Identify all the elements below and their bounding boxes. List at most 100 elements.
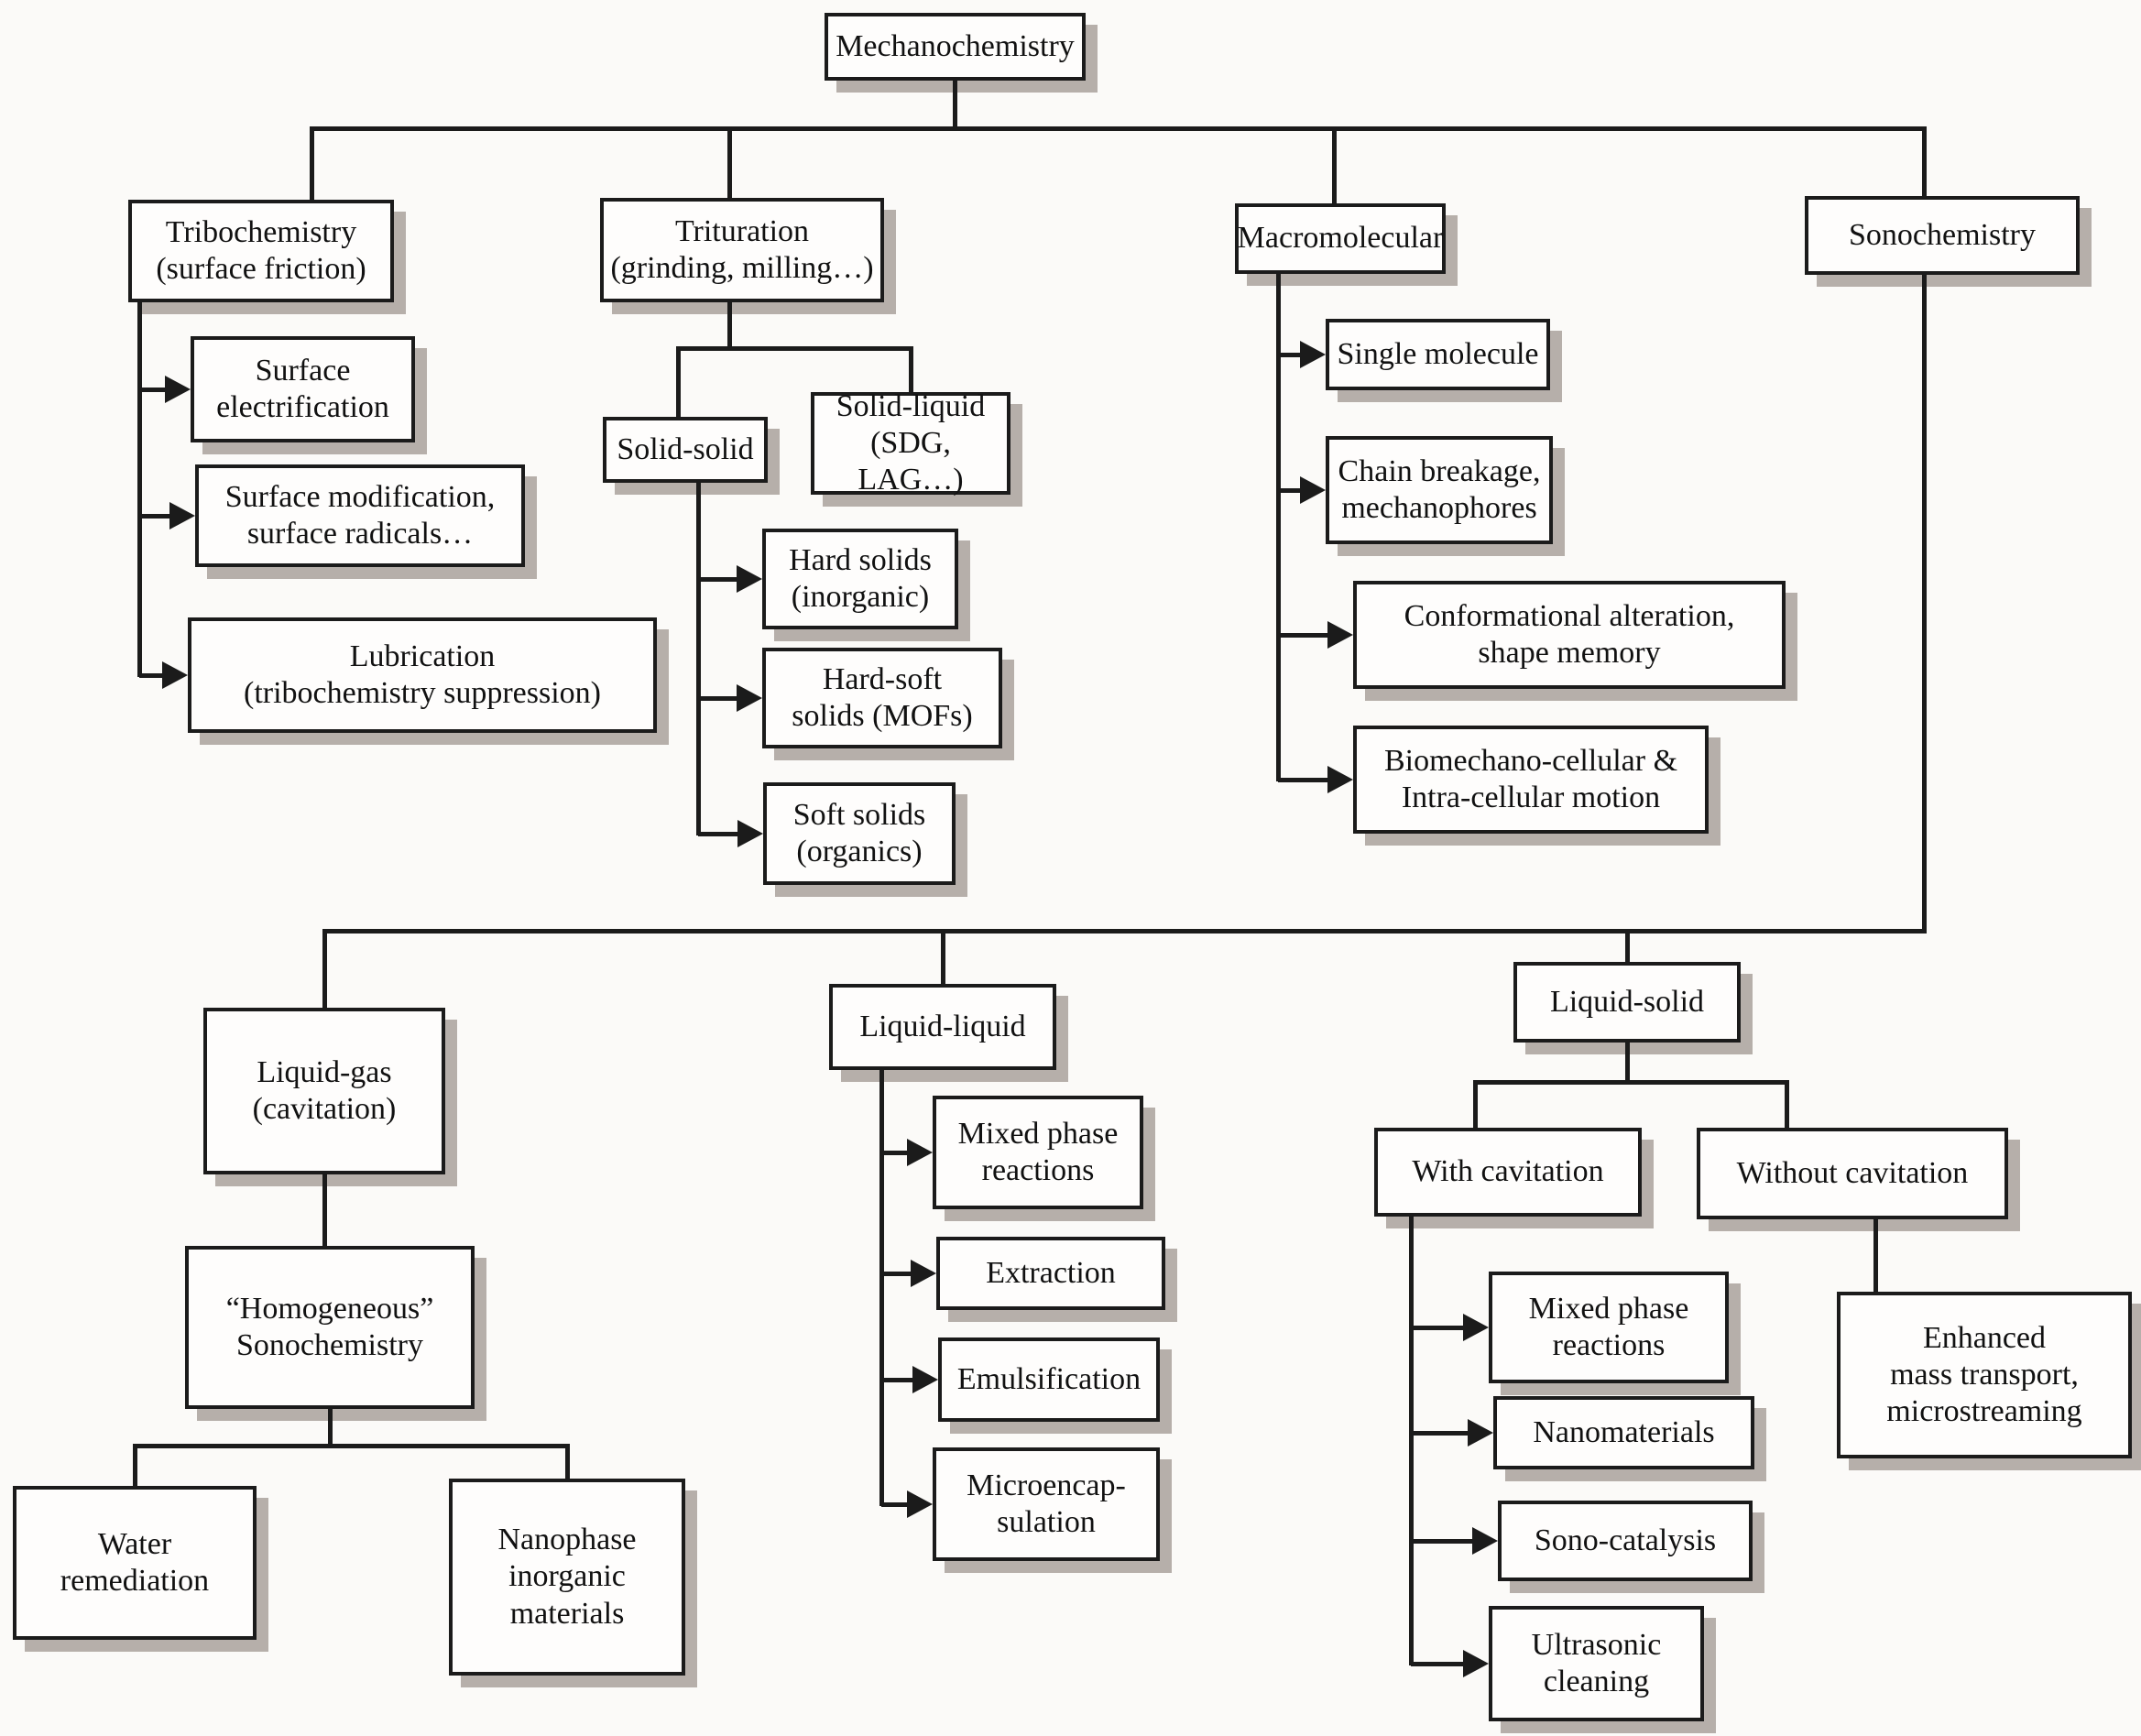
connector-line — [133, 1444, 137, 1486]
node-surface-modification: Surface modification, surface radicals… — [195, 464, 525, 567]
node-ultrasonic-cleaning: Ultrasonic cleaning — [1489, 1606, 1704, 1721]
connector-line — [1473, 1080, 1478, 1128]
connector-arrow — [1278, 341, 1326, 368]
connector-line — [879, 1070, 884, 1506]
connector-line — [1625, 929, 1630, 962]
node-label: Conformational alteration, shape memory — [1404, 598, 1735, 670]
connector-line — [1922, 126, 1927, 196]
node-label: Mechanochemistry — [836, 28, 1075, 63]
node-label: “Homogeneous” Sonochemistry — [225, 1291, 434, 1362]
arrow-right-icon — [169, 502, 195, 530]
connector-line — [328, 1409, 333, 1446]
connector-line — [1873, 1219, 1878, 1294]
arrow-stem — [1411, 1539, 1476, 1544]
node-emulsification: Emulsification — [938, 1337, 1160, 1422]
arrow-stem — [698, 832, 741, 836]
node-liquid-liquid: Liquid-liquid — [829, 984, 1056, 1070]
arrow-right-icon — [1463, 1650, 1489, 1677]
arrow-stem — [1411, 1662, 1467, 1666]
node-label: Soft solids (organics) — [792, 797, 926, 868]
node-label: Biomechano-cellular & Intra-cellular mot… — [1383, 743, 1678, 814]
node-conformational-alteration: Conformational alteration, shape memory — [1353, 581, 1786, 689]
node-label: Without cavitation — [1736, 1155, 1969, 1190]
connector-line — [137, 302, 142, 677]
node-mechanochemistry: Mechanochemistry — [825, 13, 1086, 81]
node-tribochemistry: Tribochemistry (surface friction) — [128, 200, 394, 302]
connector-arrow — [1411, 1527, 1498, 1555]
node-with-cavitation: With cavitation — [1374, 1128, 1642, 1217]
arrow-stem — [139, 514, 173, 519]
arrow-right-icon — [1468, 1419, 1493, 1447]
connector-line — [1332, 126, 1337, 203]
arrow-stem — [139, 673, 166, 678]
node-trituration: Trituration (grinding, milling…) — [600, 198, 884, 302]
connector-line — [1922, 275, 1927, 933]
node-label: Solid-liquid (SDG, LAG…) — [836, 388, 986, 497]
connector-arrow — [1411, 1650, 1489, 1677]
arrow-stem — [881, 1272, 914, 1276]
arrow-right-icon — [907, 1490, 933, 1518]
node-biomechano-cellular: Biomechano-cellular & Intra-cellular mot… — [1353, 726, 1709, 834]
node-label: Ultrasonic cleaning — [1531, 1627, 1662, 1698]
node-microencapsulation: Microencap- sulation — [933, 1447, 1160, 1561]
node-label: Microencap- sulation — [967, 1468, 1126, 1539]
arrow-stem — [1278, 488, 1304, 493]
arrow-stem — [698, 696, 740, 701]
connector-line — [696, 483, 701, 835]
node-label: Tribochemistry (surface friction) — [156, 214, 366, 286]
node-hard-soft-solids: Hard-soft solids (MOFs) — [762, 648, 1002, 748]
arrow-stem — [881, 1151, 911, 1155]
node-label: Extraction — [986, 1255, 1116, 1290]
node-homogeneous-sonochemistry: “Homogeneous” Sonochemistry — [185, 1246, 475, 1409]
connector-line — [727, 126, 732, 198]
node-lubrication: Lubrication (tribochemistry suppression) — [188, 617, 657, 733]
arrow-right-icon — [1300, 476, 1326, 504]
connector-arrow — [881, 1490, 933, 1518]
node-water-remediation: Water remediation — [13, 1486, 257, 1640]
node-chain-breakage: Chain breakage, mechanophores — [1326, 436, 1553, 544]
node-label: Liquid-gas (cavitation) — [252, 1054, 397, 1126]
arrow-right-icon — [1472, 1527, 1498, 1555]
connector-line — [1475, 1080, 1788, 1085]
connector-arrow — [139, 661, 188, 689]
node-label: Nanomaterials — [1533, 1414, 1715, 1449]
connector-arrow — [1278, 766, 1353, 793]
node-label: Single molecule — [1337, 336, 1539, 371]
connector-line — [310, 126, 314, 200]
connector-line — [727, 302, 732, 348]
connector-line — [1785, 1080, 1789, 1128]
connector-arrow — [698, 820, 763, 847]
connector-line — [1409, 1217, 1414, 1665]
node-mixed-phase-liquid-solid: Mixed phase reactions — [1489, 1272, 1729, 1383]
node-label: Liquid-solid — [1549, 984, 1705, 1019]
arrow-right-icon — [912, 1366, 938, 1393]
node-label: Mixed phase reactions — [957, 1116, 1119, 1187]
connector-arrow — [139, 376, 191, 403]
arrow-right-icon — [907, 1139, 933, 1166]
connector-arrow — [881, 1260, 936, 1287]
connector-line — [953, 81, 957, 128]
node-label: Surface electrification — [216, 353, 389, 424]
node-label: Hard solids (inorganic) — [789, 542, 932, 614]
connector-arrow — [1278, 476, 1326, 504]
node-label: Macromolecular — [1237, 221, 1444, 256]
arrow-stem — [881, 1378, 916, 1382]
connector-arrow — [139, 502, 195, 530]
connector-line — [324, 929, 1927, 934]
connector-line — [322, 1174, 327, 1246]
node-solid-liquid: Solid-liquid (SDG, LAG…) — [811, 389, 1010, 497]
node-label: Liquid-liquid — [859, 1009, 1026, 1043]
connector-arrow — [1278, 621, 1353, 649]
node-soft-solids: Soft solids (organics) — [763, 782, 956, 885]
node-label: Mixed phase reactions — [1528, 1291, 1689, 1362]
node-nanomaterials: Nanomaterials — [1493, 1396, 1754, 1469]
arrow-right-icon — [165, 376, 191, 403]
arrow-stem — [1278, 778, 1331, 782]
connector-line — [909, 346, 913, 392]
node-extraction: Extraction — [936, 1237, 1165, 1310]
connector-line — [311, 126, 1926, 131]
connector-line — [676, 346, 681, 417]
connector-arrow — [881, 1366, 938, 1393]
arrow-stem — [1278, 633, 1331, 638]
